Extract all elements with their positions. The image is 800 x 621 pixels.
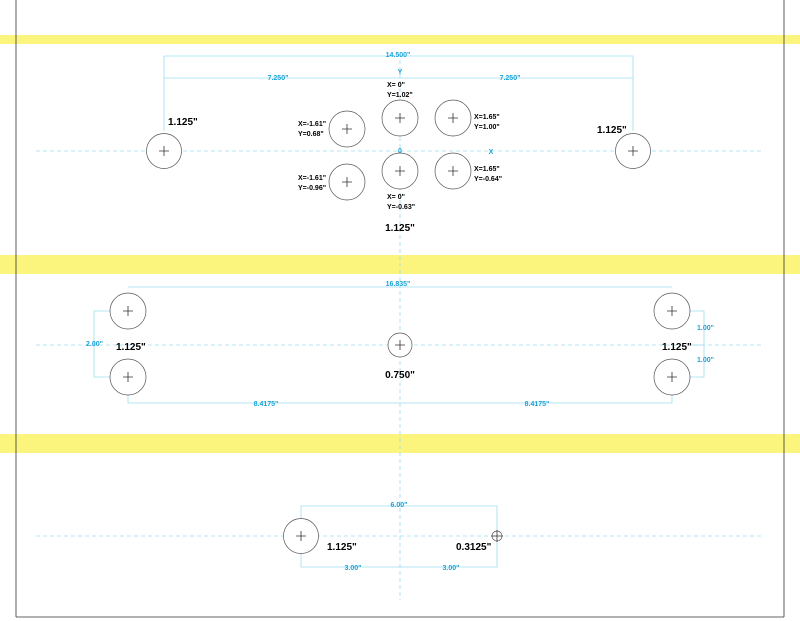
section2-top-left-crosshair (123, 306, 133, 316)
section-1: 14.500" 7.250" 7.250" Y X 0 1.125" 1.125… (36, 52, 764, 234)
section2-left-vertical-dimline (93, 310, 110, 378)
section3-bottom-dimline (300, 542, 498, 568)
highlight-band-lower (0, 434, 800, 453)
section1-lower-left-x: X=-1.61" (298, 175, 326, 182)
section1-top-center-x: X= 0" (387, 82, 405, 89)
section1-lower-right-crosshair (448, 166, 458, 176)
section2-left-size: 1.125" (116, 342, 146, 353)
section1-lower-right-x: X=1.65" (474, 166, 500, 173)
section3-small-size: 0.3125" (456, 542, 492, 553)
section3-large-size: 1.125" (327, 542, 357, 553)
section2-right-upper-dim: 1.00" (697, 325, 714, 332)
section1-lower-center-crosshair (395, 166, 405, 176)
section2-right-size: 1.125" (662, 342, 692, 353)
section1-lower-left-crosshair (342, 177, 352, 187)
section1-overall-dim: 14.500" (386, 52, 411, 59)
section2-overall-dim: 16.835" (386, 281, 411, 288)
section1-left-hole-size: 1.125" (168, 117, 198, 128)
section3-large-hole-crosshair (296, 531, 306, 541)
section1-y-axis-label: Y (398, 69, 403, 76)
section1-upper-left-y: Y=0.68" (298, 131, 324, 138)
section1-origin-label: 0 (398, 148, 402, 155)
section1-right-hole-size: 1.125" (597, 125, 627, 136)
section2-bottom-right-crosshair (667, 372, 677, 382)
section1-lower-right-y: Y=-0.64" (474, 176, 502, 183)
section2-right-vertical-dimline (690, 310, 705, 378)
section1-upper-left-x: X=-1.61" (298, 121, 326, 128)
section2-bottom-left-crosshair (123, 372, 133, 382)
section2-center-crosshair (395, 340, 405, 350)
section2-bottom-dimline (127, 393, 673, 404)
section3-left-half-dim: 3.00" (345, 565, 362, 572)
section2-right-lower-dim: 1.00" (697, 357, 714, 364)
section1-top-center-y: Y=1.02" (387, 92, 413, 99)
section3-overall-dim: 6.00" (391, 502, 408, 509)
section1-lower-left-y: Y=-0.96" (298, 185, 326, 192)
section2-left-half-dim: 8.4175" (254, 401, 279, 408)
section1-pattern-size: 1.125" (385, 223, 415, 234)
section1-left-hole-crosshair (159, 146, 169, 156)
section2-top-right-crosshair (667, 306, 677, 316)
section1-bottom-center-y: Y=-0.63" (387, 204, 415, 211)
section2-center-size: 0.750" (385, 370, 415, 381)
section1-upper-right-x: X=1.65" (474, 114, 500, 121)
section1-left-half-dim: 7.250" (268, 75, 289, 82)
section1-upper-right-y: Y=1.00" (474, 124, 500, 131)
section3-small-hole-crosshair (491, 530, 503, 542)
section3-right-half-dim: 3.00" (443, 565, 460, 572)
section1-upper-right-crosshair (448, 113, 458, 123)
section1-top-center-crosshair (395, 113, 405, 123)
section1-right-hole-crosshair (628, 146, 638, 156)
section2-right-half-dim: 8.4175" (525, 401, 550, 408)
section3-top-dimline (300, 505, 498, 530)
section-3: 6.00" 3.00" 3.00" 1.125" 0.3125" (36, 502, 764, 572)
section2-left-vertical-dim: 2.00" (86, 341, 103, 348)
section1-right-half-dim: 7.250" (500, 75, 521, 82)
section-2: 16.835" 2.00" 1.00" 1.00" 8.4175" 8.4175… (36, 281, 764, 408)
section1-upper-left-crosshair (342, 124, 352, 134)
section1-bottom-center-x: X= 0" (387, 194, 405, 201)
section1-overall-dimline (163, 55, 634, 131)
section1-x-axis-label: X (489, 149, 494, 156)
highlight-band-top (0, 35, 800, 44)
